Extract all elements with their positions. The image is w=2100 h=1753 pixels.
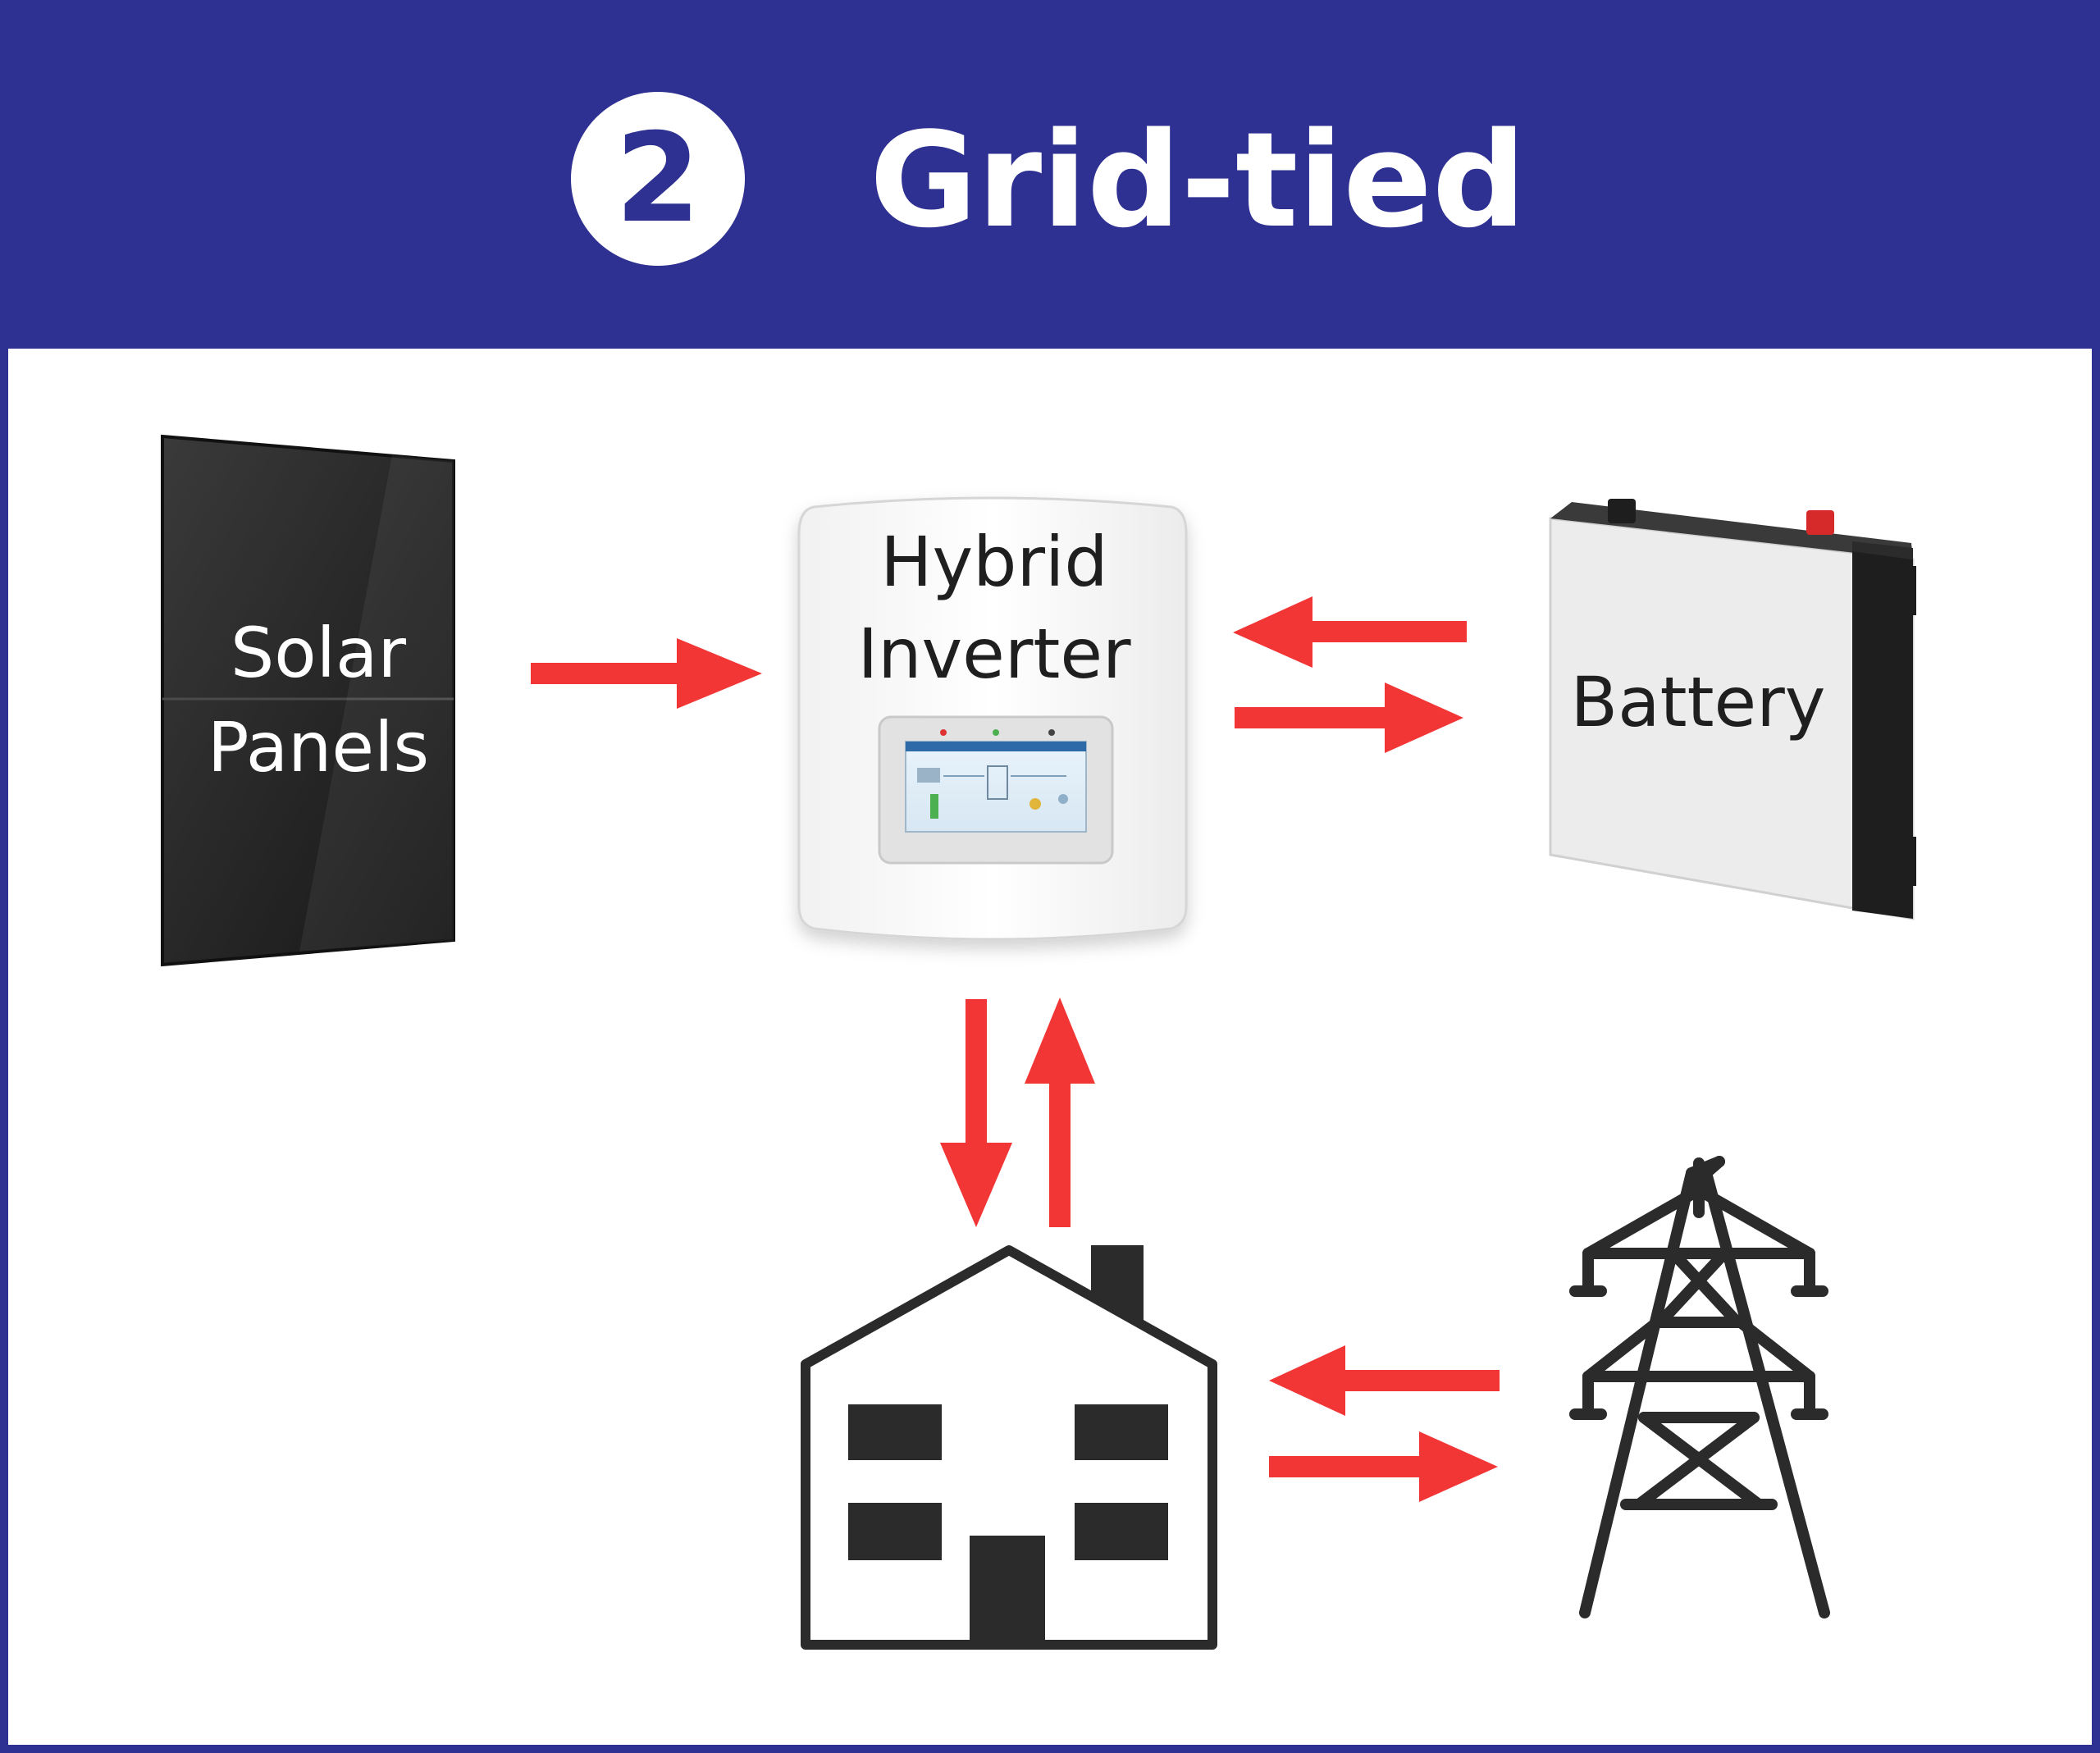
inverter-label-line1: Hybrid [880, 522, 1107, 602]
arrows [531, 596, 1500, 1502]
arrow-inverter-to-house [940, 999, 1012, 1227]
battery-positive-terminal [1806, 510, 1834, 535]
header-banner: 2 Grid-tied [0, 0, 2100, 349]
solar-label-line2: Panels [208, 707, 429, 787]
step-number-badge: 2 [571, 92, 745, 266]
battery: Battery [1549, 499, 1916, 920]
pylon-icon [1569, 1156, 1830, 1618]
arrow-grid-to-house [1269, 1345, 1500, 1416]
arrow-battery-to-inverter [1233, 596, 1467, 668]
arrow-inverter-to-battery [1235, 682, 1463, 753]
solar-label-line1: Solar [231, 613, 407, 693]
arrow-house-to-inverter [1025, 997, 1095, 1227]
arrow-house-to-grid [1269, 1431, 1498, 1502]
house-icon [801, 1245, 1217, 1650]
arrow-solar-to-inverter [531, 638, 762, 709]
battery-label: Battery [1571, 662, 1826, 742]
hybrid-inverter: Hybrid Inverter [797, 496, 1188, 941]
battery-negative-terminal [1608, 499, 1636, 523]
solar-panel: Solar Panels [161, 434, 455, 967]
inverter-label-line2: Inverter [857, 614, 1131, 694]
page-title: Grid-tied [870, 103, 1527, 257]
